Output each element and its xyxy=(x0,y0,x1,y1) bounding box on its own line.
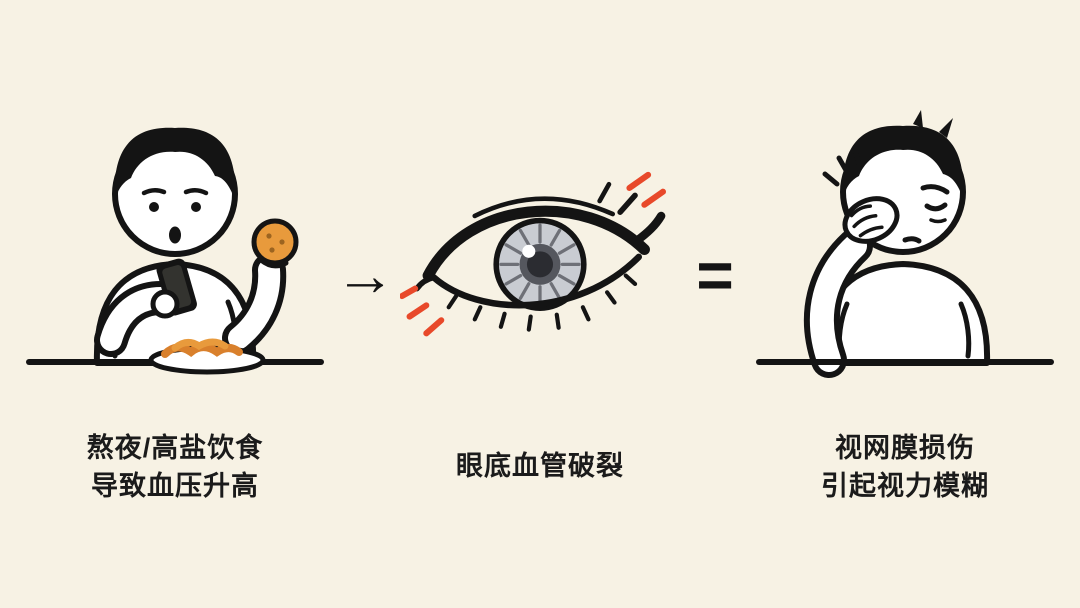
sad-eye xyxy=(924,202,948,212)
arrow-icon: → xyxy=(334,242,396,308)
sad-eyebrow xyxy=(920,184,950,195)
result-art-area xyxy=(755,92,1055,392)
food-arm xyxy=(222,253,287,355)
hair xyxy=(842,125,964,198)
caption-mechanism-line1: 眼底血管破裂 xyxy=(456,451,624,481)
panel-mechanism: 眼底血管破裂 xyxy=(400,92,680,486)
phone-hand xyxy=(150,289,180,319)
plate-of-food xyxy=(148,338,266,375)
arrow-connector: → xyxy=(330,92,400,392)
iris-spokes xyxy=(499,223,581,306)
cause-head xyxy=(112,127,238,257)
mouth xyxy=(169,226,181,244)
eye-art-area xyxy=(400,92,680,392)
caption-result: 视网膜损伤 引起视力模糊 xyxy=(821,430,989,506)
snack-food xyxy=(251,218,299,269)
caption-cause-line2: 导致血压升高 xyxy=(90,470,259,501)
caption-mechanism: 眼底血管破裂 xyxy=(456,448,624,486)
eye-highlight xyxy=(522,244,536,258)
caption-cause-line1: 熬夜/高盐饮食 xyxy=(86,433,264,463)
mouth xyxy=(902,236,922,244)
equals-icon: = xyxy=(696,237,734,313)
eye-ruptured-vessels-illustration xyxy=(400,171,667,337)
rubbing-hand xyxy=(842,196,900,244)
equals-connector: = xyxy=(680,92,750,392)
caption-cause: 熬夜/高盐饮食 导致血压升高 xyxy=(87,430,264,506)
person-eating-phone-illustration xyxy=(26,127,324,375)
iris xyxy=(493,217,587,311)
rupture-marks-icon xyxy=(400,171,667,337)
strain-marks-icon xyxy=(822,147,862,187)
caption-result-line2: 引起视力模糊 xyxy=(821,470,989,501)
eyelids xyxy=(414,181,666,309)
panel-cause: 熬夜/高盐饮食 导致血压升高 xyxy=(20,92,330,506)
person-rubbing-eye-illustration xyxy=(756,110,1054,378)
rubbing-arm xyxy=(803,228,873,378)
lower-lashes xyxy=(446,273,638,332)
cause-art-area xyxy=(25,92,325,392)
caption-result-line1: 视网膜损伤 xyxy=(835,433,975,463)
hair xyxy=(114,127,236,200)
panel-result: 视网膜损伤 引起视力模糊 xyxy=(750,92,1060,506)
illustration-row: 熬夜/高盐饮食 导致血压升高 → xyxy=(20,0,1060,506)
